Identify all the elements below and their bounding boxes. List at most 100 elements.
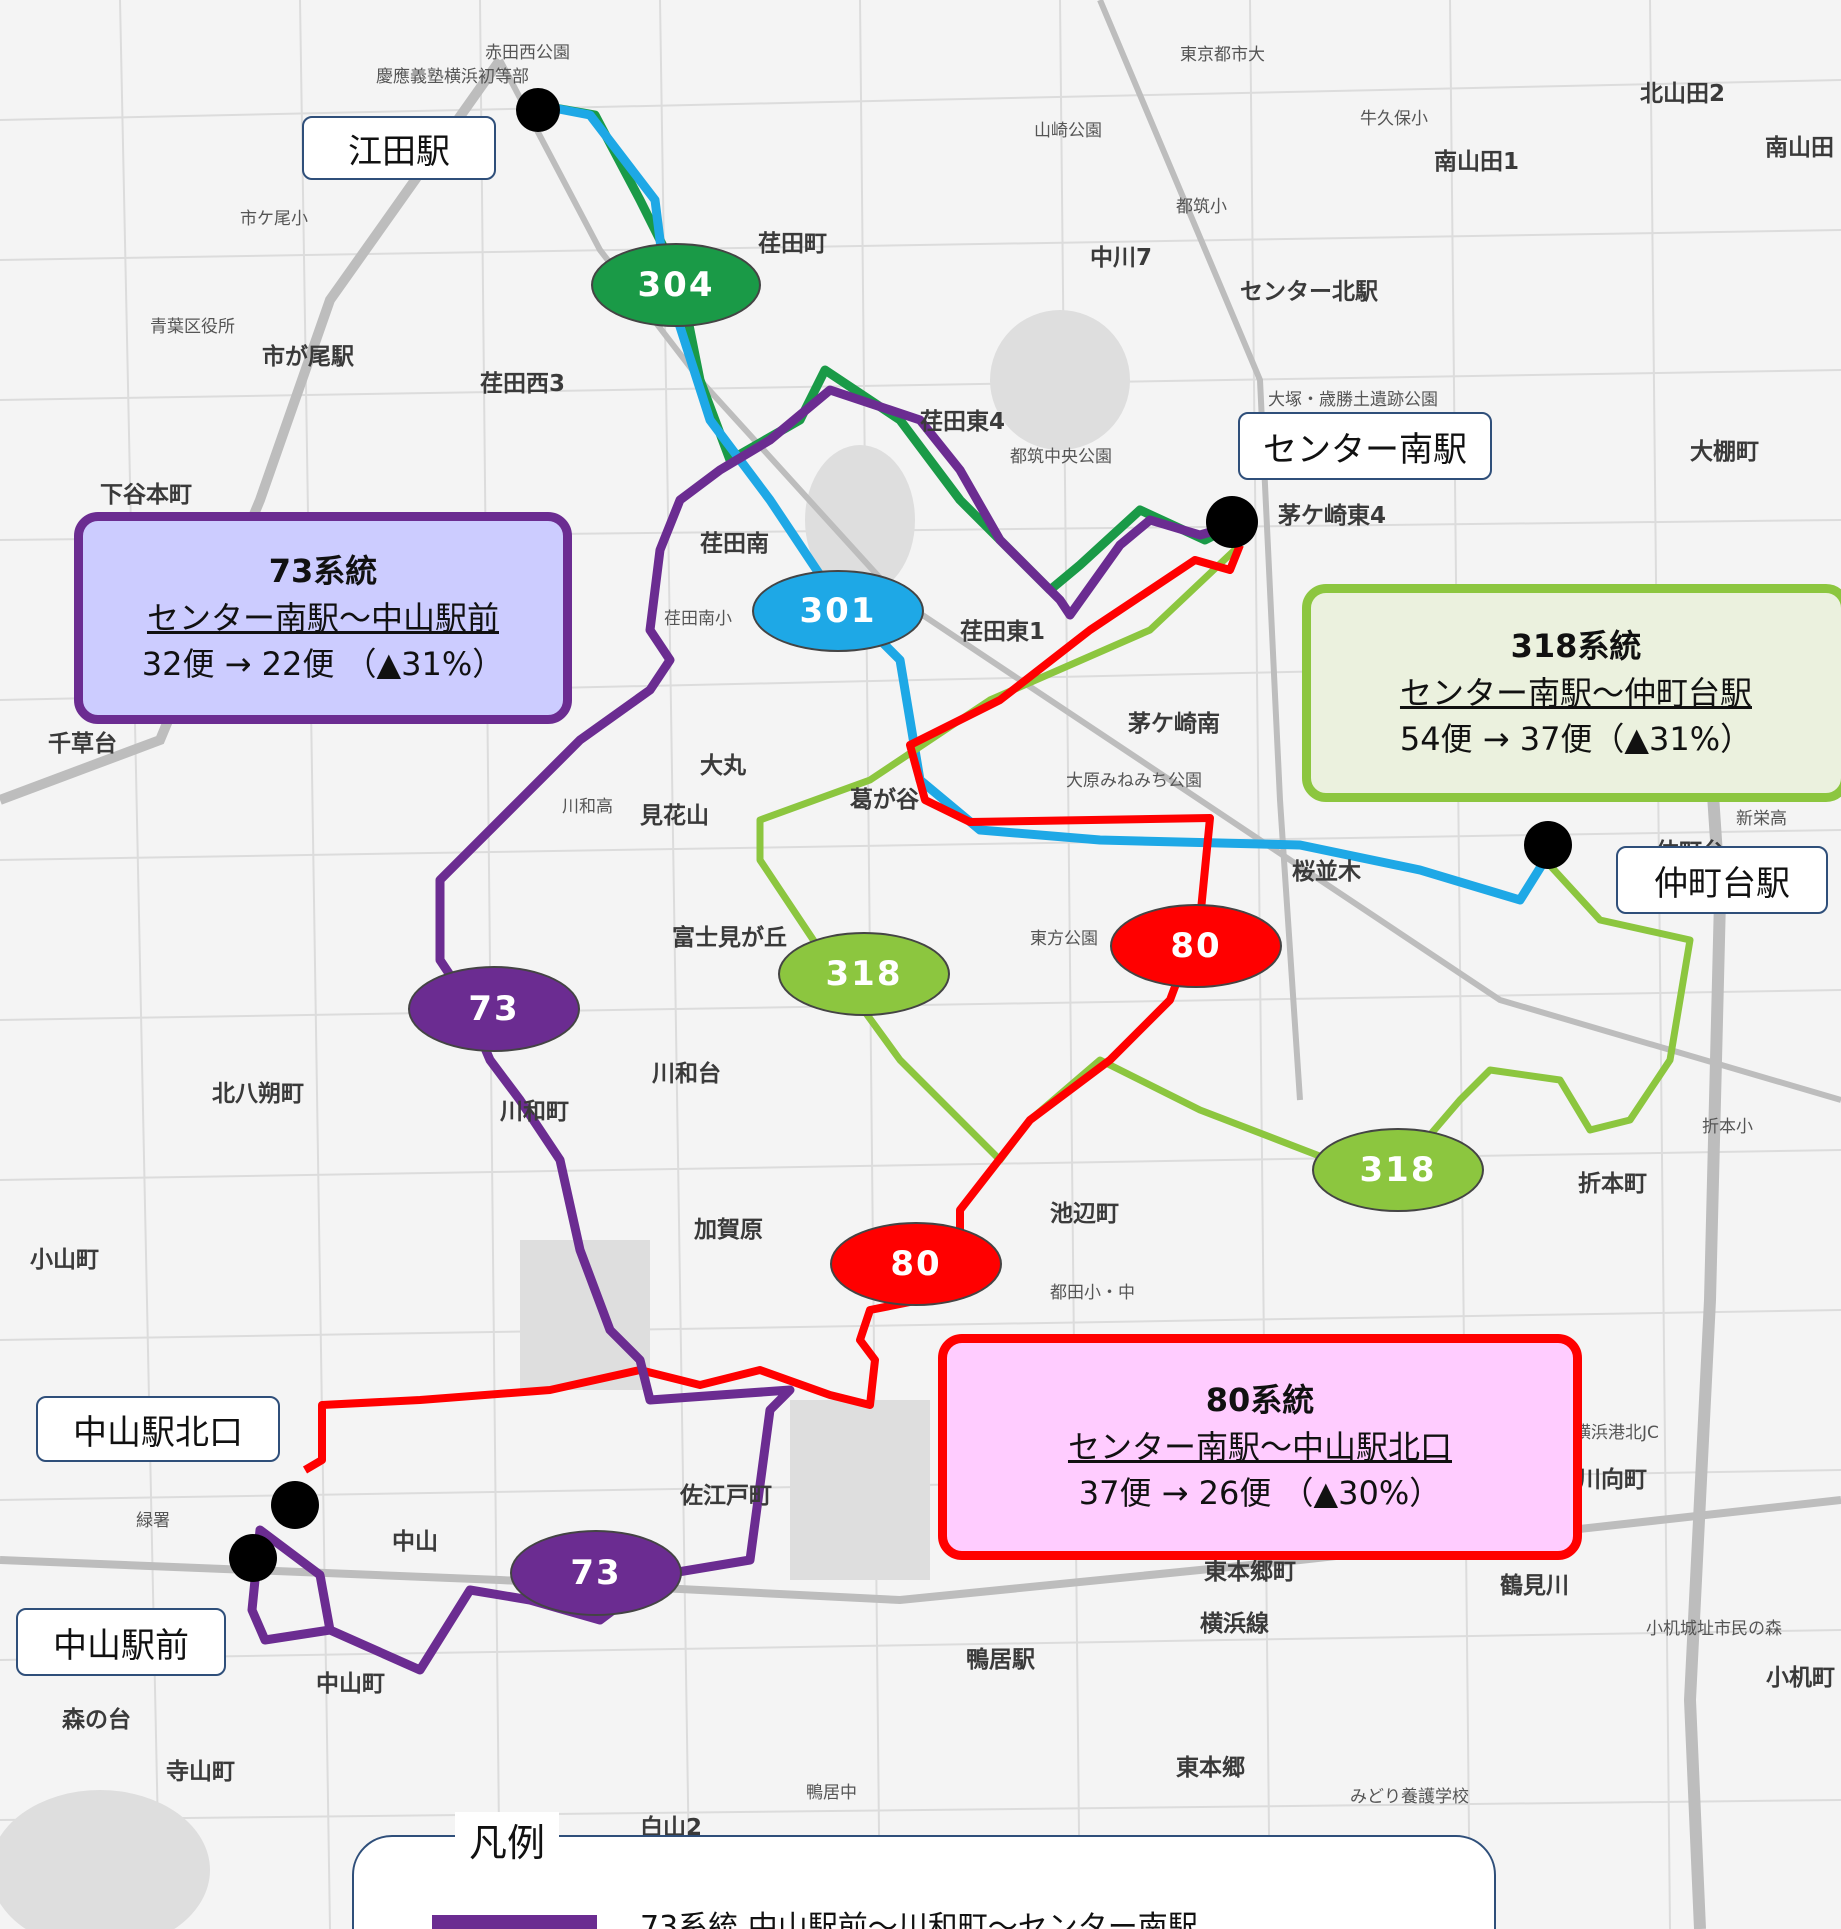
- landmark-label: 小机城址市民の森: [1646, 1619, 1782, 1639]
- place-label: 大丸: [700, 753, 746, 779]
- landmark-label: 横浜港北JC: [1574, 1423, 1659, 1443]
- landmark-label: 慶應義塾横浜初等部: [376, 67, 529, 87]
- place-label: センター北駅: [1240, 279, 1378, 305]
- place-label: 見花山: [640, 803, 709, 829]
- nakamachidai-station-dot: [1524, 821, 1572, 869]
- nakayama-ekimae-station-dot: [229, 1534, 277, 1582]
- landmark-label: 青葉区役所: [150, 317, 235, 337]
- place-label: 北八朔町: [212, 1081, 304, 1107]
- place-label: 桜並木: [1292, 859, 1361, 885]
- landmark-label: 東京都市大: [1180, 45, 1265, 65]
- route-318-title: 318系統: [1510, 627, 1642, 666]
- landmark-label: 都筑中央公園: [1010, 447, 1112, 467]
- landmark-label: 市ケ尾小: [240, 209, 308, 229]
- place-label: 東本郷: [1176, 1755, 1245, 1781]
- place-label: 荏田西3: [480, 371, 566, 397]
- place-label: 荏田東4: [920, 409, 1006, 435]
- landmark-label: 大原みねみち公園: [1066, 771, 1202, 791]
- route-80-info-box: 80系統 センター南駅～中山駅北口 37便 → 26便 （▲30%）: [938, 1334, 1582, 1560]
- route-318-info-box: 318系統 センター南駅～仲町台駅 54便 → 37便（▲31%）: [1302, 584, 1841, 802]
- route-318-badge: 318: [1312, 1128, 1484, 1212]
- place-label: 小机町: [1766, 1665, 1835, 1691]
- route-318-line: [756, 542, 1694, 1174]
- route-80-badge: 80: [1110, 904, 1282, 988]
- place-label: 葛が谷: [850, 787, 919, 813]
- place-label: 鶴見川: [1500, 1573, 1569, 1599]
- place-label: 池辺町: [1050, 1201, 1119, 1227]
- landmark-label: 山崎公園: [1034, 121, 1102, 141]
- place-label: 茅ケ崎東4: [1278, 503, 1387, 529]
- place-label: 南山田1: [1434, 149, 1520, 175]
- landmark-label: 都筑小: [1176, 197, 1227, 217]
- route-73-badge: 73: [510, 1530, 682, 1616]
- place-label: 中山: [392, 1529, 438, 1555]
- route-73-title: 73系統: [268, 552, 378, 591]
- route-318-badge: 318: [778, 932, 950, 1016]
- legend-title: 凡例: [455, 1812, 560, 1867]
- route-80-route: センター南駅～中山駅北口: [1067, 1427, 1452, 1466]
- nakayama-ekimae-station-callout: 中山駅前: [16, 1608, 226, 1676]
- landmark-label: 荏田南小: [664, 609, 732, 629]
- route-73-route: センター南駅～中山駅前: [146, 598, 499, 637]
- park-areas: [0, 310, 1130, 1929]
- landmark-label: 折本小: [1702, 1117, 1753, 1137]
- place-label: 折本町: [1578, 1171, 1647, 1197]
- place-label: 市が尾駅: [262, 344, 354, 370]
- landmark-label: 東方公園: [1030, 929, 1098, 949]
- route-80-stats: 37便 → 26便 （▲30%）: [1078, 1474, 1442, 1513]
- place-label: 中山町: [316, 1671, 385, 1697]
- route-304-line: [537, 100, 1238, 595]
- route-318-route: センター南駅～仲町台駅: [1399, 673, 1752, 712]
- nakamachidai-station-callout: 仲町台駅: [1616, 846, 1828, 914]
- place-label: 荏田町: [758, 231, 827, 257]
- nakayama-kitaguchi-station-dot: [271, 1481, 319, 1529]
- route-73-stats: 32便 → 22便 （▲31%）: [141, 645, 505, 684]
- station-dots: [229, 88, 1572, 1582]
- place-label: 加賀原: [694, 1217, 763, 1243]
- landmark-label: 新栄高: [1736, 809, 1787, 829]
- landmark-label: 赤田西公園: [485, 43, 570, 63]
- place-label: 荏田南: [700, 531, 769, 557]
- place-label: 下谷本町: [100, 482, 192, 508]
- route-301-line: [537, 100, 1549, 905]
- landmark-label: 緑署: [136, 1511, 170, 1531]
- route-318-stats: 54便 → 37便（▲31%）: [1399, 720, 1753, 759]
- place-label: 川和台: [652, 1061, 721, 1087]
- landmark-label: みどり養護学校: [1350, 1787, 1469, 1807]
- route-80-badge: 80: [830, 1222, 1002, 1306]
- route-73-badge: 73: [408, 966, 580, 1052]
- place-label: 南山田: [1765, 135, 1834, 161]
- place-label: 千草台: [48, 731, 117, 757]
- nakayama-kitaguchi-station-callout: 中山駅北口: [36, 1396, 280, 1462]
- legend-route-73-swatch: [432, 1915, 597, 1929]
- place-label: 茅ケ崎南: [1128, 711, 1220, 737]
- landmark-label: 鴨居中: [806, 1783, 857, 1803]
- place-label: 川和町: [500, 1099, 569, 1125]
- place-label: 北山田2: [1640, 81, 1726, 107]
- place-label: 森の台: [62, 1707, 131, 1733]
- place-label: 横浜線: [1200, 1611, 1269, 1637]
- place-label: 大棚町: [1690, 439, 1759, 465]
- landmark-label: 大塚・歳勝土遺跡公園: [1268, 390, 1438, 410]
- place-label: 富士見が丘: [672, 925, 787, 951]
- place-label: 荏田東1: [960, 619, 1046, 645]
- route-80-title: 80系統: [1205, 1381, 1315, 1420]
- landmark-label: 川和高: [562, 797, 613, 817]
- place-label: 寺山町: [166, 1759, 235, 1785]
- eda-station-callout: 江田駅: [302, 116, 496, 180]
- place-label: 小山町: [30, 1247, 99, 1273]
- center-minami-station-callout: センター南駅: [1238, 412, 1492, 480]
- route-301-badge: 301: [752, 570, 924, 652]
- place-label: 東本郷町: [1204, 1559, 1296, 1585]
- legend-box: [352, 1835, 1496, 1929]
- landmark-label: 牛久保小: [1360, 109, 1428, 129]
- center-minami-station-dot: [1206, 496, 1258, 548]
- eda-station-dot: [516, 88, 560, 132]
- legend-route-73-label: 73系統 中山駅前～川和町～センター南駅: [640, 1910, 1198, 1929]
- route-73-info-box: 73系統 センター南駅～中山駅前 32便 → 22便 （▲31%）: [74, 512, 572, 724]
- place-label: 鴨居駅: [966, 1647, 1035, 1673]
- place-label: 中川7: [1090, 245, 1153, 271]
- place-label: 川向町: [1578, 1467, 1647, 1493]
- route-304-badge: 304: [591, 243, 761, 327]
